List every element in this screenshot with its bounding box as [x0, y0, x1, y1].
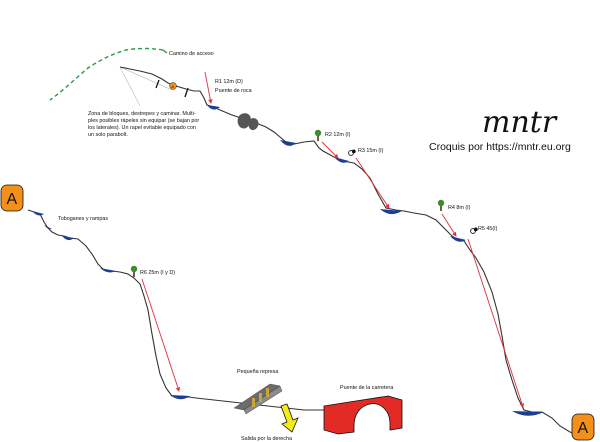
rappel-label-r2: R2 12m (I): [325, 132, 351, 138]
leader-line: [119, 66, 141, 107]
pool: [44, 225, 52, 230]
pool: [170, 395, 190, 400]
pool: [62, 236, 74, 241]
svg-text:A: A: [7, 191, 18, 208]
tree-icon: [314, 129, 322, 141]
zone-note-line: los laterales). Un rapel evitable equipa…: [88, 125, 196, 131]
anchor-bolt-icon: [348, 149, 357, 156]
pool: [450, 236, 466, 242]
path-crossing-icon: A: [155, 79, 189, 98]
zone-note-line: ples posibles rápeles sin equipar (se ba…: [88, 118, 199, 124]
rappel-label-r4: R4 8m (I): [448, 205, 471, 211]
tree-icon: [437, 199, 445, 211]
canyon-profile-upper: [119, 66, 583, 437]
pool: [280, 140, 296, 146]
exit-arrow-icon: [280, 403, 299, 433]
road-bridge-icon: [323, 395, 403, 435]
brand-credit: Croquis por https://mntr.eu.org: [429, 141, 571, 153]
pool: [334, 157, 349, 163]
marker-left: A: [0, 184, 24, 212]
zone-note-line: Zona de bloques, destrepes y caminar. Mu…: [88, 111, 196, 117]
svg-text:A: A: [171, 84, 174, 89]
rappel-arrow-r1: [204, 71, 213, 104]
rappel-arrow-r6: [141, 278, 181, 392]
boulder-icon: [237, 113, 259, 131]
rappel-arrow-r4: [441, 213, 457, 237]
section-label-toboganes: Toboganes y rampas: [58, 216, 108, 222]
access-path-label: Camino de acceso: [169, 51, 214, 57]
brand-logo: mntr: [482, 105, 558, 140]
pool: [512, 411, 544, 416]
rappel-arrow-r2: [321, 141, 339, 159]
zone-note-line: un solo parabolt.: [88, 132, 128, 138]
rappel-label-r5: R5 45(I): [478, 226, 498, 232]
canyon-profile-lower: [27, 209, 326, 411]
dam-icon: [233, 383, 283, 415]
anchor-bolt-icon: [470, 227, 479, 234]
rappel-label-r1: R1 12m (D): [215, 79, 243, 85]
rappel-arrow-r3: [355, 157, 390, 209]
pool: [100, 268, 116, 273]
pool: [207, 105, 220, 110]
pool: [32, 211, 44, 216]
pool: [380, 209, 402, 215]
marker-right: A: [571, 413, 595, 441]
rappel-label-r3: R3 15m (I): [358, 148, 384, 154]
rappel-label-r1-note: Puente de roca: [215, 88, 252, 94]
leader-line: [119, 66, 173, 91]
tree-icon: [130, 265, 138, 277]
exit-label: Salida por la derecha: [241, 436, 292, 442]
access-path-tail: [162, 49, 168, 54]
zone-note: Zona de bloques, destrepes y caminar. Mu…: [88, 111, 201, 138]
access-path: [49, 47, 164, 101]
rappel-arrow-r5: [467, 238, 525, 408]
bridge-label: Puente de la carretera: [340, 385, 393, 391]
svg-text:A: A: [578, 420, 589, 437]
rappel-label-r6: R6 25m (I y D): [140, 270, 175, 276]
dam-label: Pequeña represa: [237, 369, 278, 375]
